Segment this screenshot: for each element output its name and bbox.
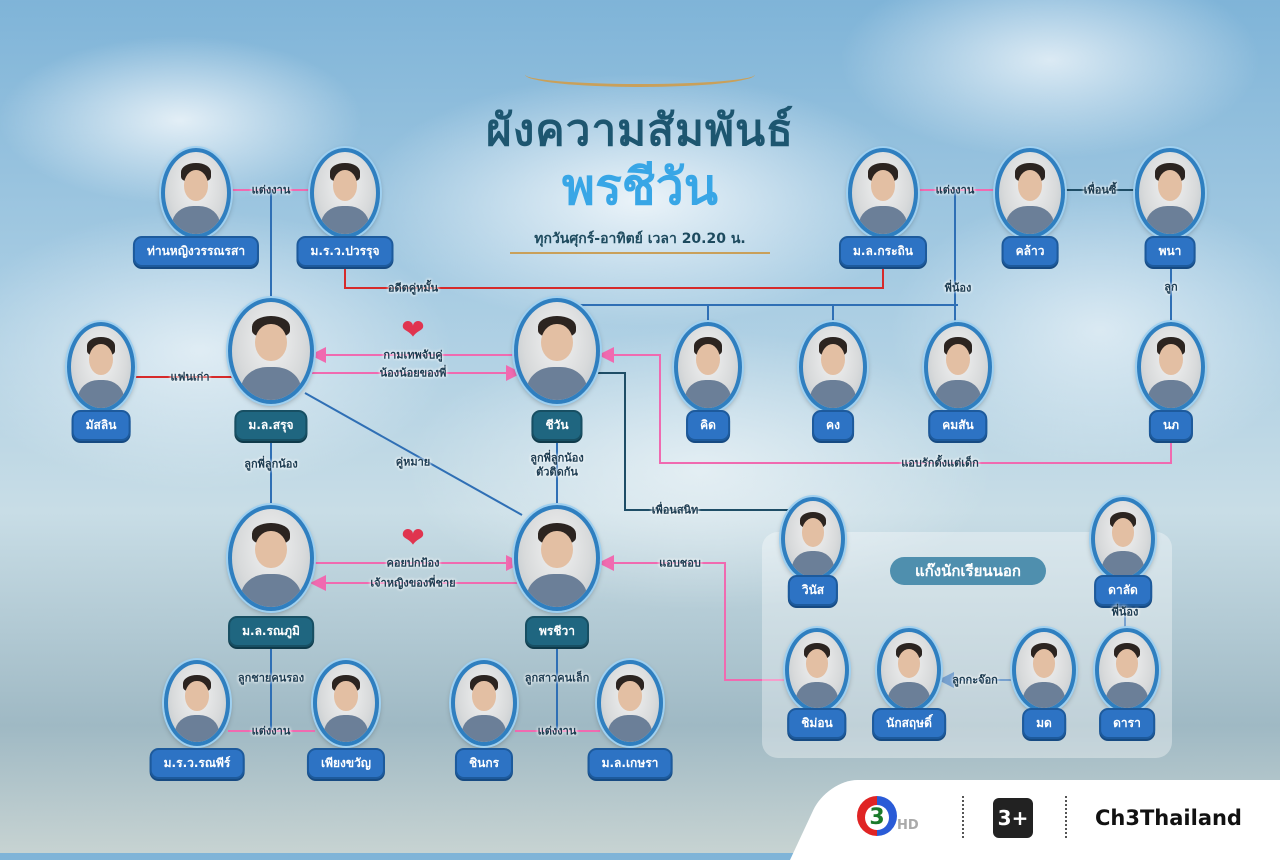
name-label-khlao: คล้าว (1001, 236, 1059, 267)
portrait-shimon (785, 628, 849, 712)
relation-child: ลูก (1164, 280, 1178, 294)
relation-siblings-2: พี่น้อง (1111, 605, 1139, 619)
relation-secret-like: แอบชอบ (659, 556, 701, 570)
name-label-pornchewa: พรชีวา (525, 616, 589, 647)
portrait-dalat (1091, 497, 1155, 581)
portrait-naksarit (877, 628, 941, 712)
portrait-sarut (228, 298, 314, 404)
line-close-friend (598, 372, 790, 511)
name-label-winat: วินัส (787, 575, 839, 606)
line-siblings (580, 190, 958, 325)
name-label-ronnaphee: ม.ร.ว.รณพีร์ (149, 748, 245, 779)
title-ornament-top (525, 62, 755, 87)
relation-best-buddy: เพื่อนซี้ (1083, 183, 1117, 197)
portrait-kesara (597, 660, 663, 746)
portrait-mot (1012, 628, 1076, 712)
relation-cupid: กามเทพจับคู่ (383, 348, 443, 362)
name-label-cheewan: ชีวัน (531, 410, 583, 441)
name-label-shimon: ชิม่อน (787, 708, 847, 739)
portrait-chinakorn (451, 660, 517, 746)
broadcast-schedule: ทุกวันศุกร์-อาทิตย์ เวลา 20.20 น. (534, 231, 746, 247)
portrait-cheewan (514, 298, 600, 404)
name-label-chinakorn: ชินกร (454, 748, 514, 779)
relation-siblings-1: พี่น้อง (944, 281, 972, 295)
divider (1065, 796, 1067, 838)
name-label-mot: มด (1022, 708, 1066, 739)
name-label-kesara: ม.ล.เกษรา (587, 748, 673, 779)
relation-cousins-2: ลูกพี่ลูกน้อง (530, 451, 584, 465)
ch3-hd-logo: 3 (857, 796, 897, 836)
line-secret-like (598, 555, 787, 681)
name-label-matsalin: มัสลิน (71, 410, 131, 441)
name-label-phiangkhwan: เพียงขวัญ (306, 748, 386, 779)
portrait-khit (674, 322, 742, 412)
portrait-khong (799, 322, 867, 412)
relation-cousins-1: ลูกพี่ลูกน้อง (244, 457, 298, 471)
portrait-matsalin (67, 322, 135, 412)
relation-second-son: ลูกชายคนรอง (237, 671, 305, 685)
title-ornament-bottom (510, 252, 770, 254)
relation-youngest-daughter: ลูกสาวคนเล็ก (524, 671, 590, 685)
name-label-ronnaphum: ม.ล.รณภูมิ (228, 616, 314, 647)
line-betrothed (304, 392, 523, 516)
relation-princess: เจ้าหญิงของพี่ชาย (370, 576, 456, 590)
ch3-hd-suffix: HD (897, 818, 919, 833)
name-label-khomsan: คมสัน (928, 410, 988, 441)
relation-close-friend: เพื่อนสนิท (651, 503, 699, 517)
portrait-winat (781, 497, 845, 581)
portrait-ronnaphum (228, 505, 314, 611)
divider (962, 796, 964, 838)
portrait-phana (1135, 148, 1205, 238)
portrait-dara (1095, 628, 1159, 712)
portrait-ronnaphee (164, 660, 230, 746)
portrait-krathin (848, 148, 918, 238)
heart-icon: ❤ (401, 313, 425, 346)
line-ex-fiance (344, 262, 884, 289)
name-label-phana: พนา (1144, 236, 1196, 267)
page-title: ผังความสัมพันธ์ (486, 105, 794, 156)
portrait-pawarut (310, 148, 380, 238)
portrait-khomsan (924, 322, 992, 412)
name-label-dalat: ดาลัด (1094, 575, 1152, 606)
3plus-logo: 3+ (993, 798, 1033, 838)
relation-married-3: แต่งงาน (251, 724, 291, 738)
portrait-phiangkhwan (313, 660, 379, 746)
name-label-khit: คิด (686, 410, 730, 441)
line-childhood-crush (598, 347, 1172, 464)
relation-ex-girlfriend: แฟนเก่า (170, 370, 210, 384)
relation-married-4: แต่งงาน (537, 724, 577, 738)
relation-ex-fiance: อดีตคู่หมั้น (387, 281, 439, 295)
ch3thailand-logo: Ch3Thailand (1095, 806, 1242, 830)
relation-protect: คอยปกป้อง (386, 556, 440, 570)
relation-childhood-crush: แอบรักตั้งแต่เด็ก (901, 456, 979, 470)
name-label-wannarasa: ท่านหญิงวรรณรสา (132, 236, 260, 267)
name-label-khong: คง (812, 410, 854, 441)
relation-cousins-2b: ตัวติดกัน (536, 465, 578, 479)
portrait-khlao (995, 148, 1065, 238)
name-label-naksarit: นักสฤษดิ์ (872, 708, 946, 739)
relation-little-sister: น้องน้อยของพี่ (379, 366, 447, 380)
name-label-nop: นภ (1148, 410, 1194, 441)
name-label-sarut: ม.ล.สรุจ (234, 410, 308, 441)
relation-married-1: แต่งงาน (251, 183, 291, 197)
portrait-pornchewa (514, 505, 600, 611)
drama-title: พรชีวัน (561, 158, 718, 216)
relation-married-2: แต่งงาน (935, 183, 975, 197)
relation-sidekick: ลูกกะจ๊อก (952, 673, 998, 687)
relation-betrothed: คู่หมาย (395, 455, 431, 469)
student-gang-label: แก๊งนักเรียนนอก (890, 557, 1046, 585)
name-label-pawarut: ม.ร.ว.ปวรรุจ (296, 236, 394, 267)
portrait-wannarasa (161, 148, 231, 238)
name-label-dara: ดารา (1099, 708, 1155, 739)
portrait-nop (1137, 322, 1205, 412)
heart-icon: ❤ (401, 521, 425, 554)
name-label-krathin: ม.ล.กระถิน (838, 236, 928, 267)
